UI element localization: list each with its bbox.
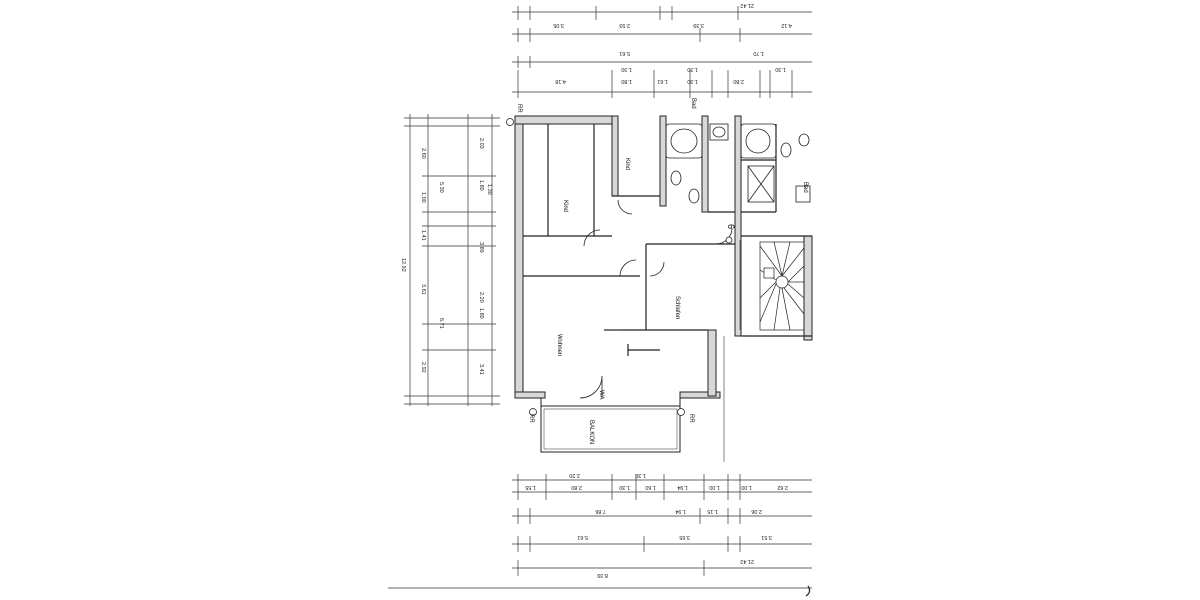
marker-rr: RR: [688, 414, 694, 423]
room-labels: Kind Kind Bad Bad Wohnen Schlafen BALKON…: [556, 98, 808, 444]
dim-label: 12.92: [400, 258, 406, 272]
dim-label: 3.65: [679, 534, 690, 540]
dim-label: 3.51: [761, 534, 772, 540]
marker-rr: RR: [528, 414, 534, 423]
corner-mark: [805, 585, 811, 597]
dim-label: 4.18: [555, 78, 566, 84]
dim-label: 4.12: [781, 22, 792, 28]
dim-label: 3.61: [420, 284, 426, 295]
dim-label: 1.80: [478, 308, 484, 319]
dim-label: 1.94: [675, 508, 686, 514]
top-dimension-chains: [512, 6, 812, 98]
dim-label: 2.62: [777, 484, 788, 490]
dim-label: 1.30: [619, 484, 630, 490]
dim-label: 5.30: [438, 182, 444, 193]
markers: RR RR RR WA: [506, 104, 733, 423]
dim-label: 5.61: [619, 50, 630, 56]
dim-label: 1.30: [775, 66, 786, 72]
dim-label: 2.03: [478, 138, 484, 149]
dim-label: 2.20: [478, 292, 484, 303]
dim-label: 1.15: [707, 508, 718, 514]
dim-label: 3.05: [553, 22, 564, 28]
dim-label: 1.00: [420, 192, 426, 203]
left-dimension-chains: [404, 114, 500, 406]
dim-label: 2.93: [619, 22, 630, 28]
dim-label: 2.92: [420, 362, 426, 373]
marker-rr: RR: [516, 104, 522, 113]
dim-label: 1.55: [525, 484, 536, 490]
dim-label: 1.30: [635, 472, 646, 478]
bottom-dimension-chains: [388, 474, 812, 589]
dim-label: 3.41: [478, 364, 484, 375]
bathroom-fixtures: [665, 123, 811, 204]
dim-label: 1.30: [687, 66, 698, 72]
dim-label: 1.60: [645, 484, 656, 490]
dim-label: 3.89: [478, 242, 484, 253]
dim-label: 21.42: [740, 558, 754, 564]
dim-label: 1.80: [621, 78, 632, 84]
dim-label: 1.00: [741, 484, 752, 490]
dim-label: 7.86: [595, 508, 606, 514]
spiral-staircase: [759, 241, 805, 331]
bottom-dimension-labels: 2.20 1.30 1.55 2.80 1.30 1.60 1.94 1.00 …: [525, 472, 788, 578]
dim-label: 1.30: [486, 184, 492, 195]
dim-label: 1.61: [657, 78, 668, 84]
right-dimension-lines: [723, 240, 741, 462]
room-label-kind-2: Kind: [624, 158, 630, 170]
room-label-wohnen: Wohnen: [556, 334, 562, 356]
dim-label: 2.06: [751, 508, 762, 514]
dim-label: 5.61: [577, 534, 588, 540]
dim-label: 1.30: [687, 78, 698, 84]
marker-wa: WA: [598, 390, 604, 399]
dim-label: 1.00: [709, 484, 720, 490]
dim-label: 2.80: [571, 484, 582, 490]
room-label-bad-1: Bad: [690, 98, 696, 109]
dim-label: 2.80: [733, 78, 744, 84]
dim-label: 2.20: [569, 472, 580, 478]
interior-walls: [523, 124, 812, 356]
room-label-kind-1: Kind: [562, 200, 568, 212]
dim-label: 8.39: [597, 572, 608, 578]
room-label-bad-2: Bad: [802, 182, 808, 193]
dim-label: 1.30: [621, 66, 632, 72]
dim-label: 2.60: [420, 148, 426, 159]
dim-label: 1.80: [478, 180, 484, 191]
dim-label: 1.70: [753, 50, 764, 56]
left-dimension-labels: 12.92 2.60 1.00 1.41 3.61 2.92 5.30 6.71…: [400, 138, 492, 375]
room-label-schlafen: Schlafen: [674, 296, 680, 319]
stair-number: 6: [726, 224, 736, 229]
dim-label: 1.41: [420, 230, 426, 241]
dim-label: 6.71: [438, 318, 444, 329]
dim-label: 3.39: [693, 22, 704, 28]
balcony: [540, 398, 681, 453]
room-label-balkon: BALKON: [588, 420, 594, 444]
dim-label: 1.94: [677, 484, 688, 490]
top-dimension-labels: 21.42 3.05 2.93 3.39 4.12 5.61 1.70 4.18…: [553, 2, 792, 84]
exterior-walls: [514, 115, 813, 399]
dim-label: 21.42: [740, 2, 754, 8]
